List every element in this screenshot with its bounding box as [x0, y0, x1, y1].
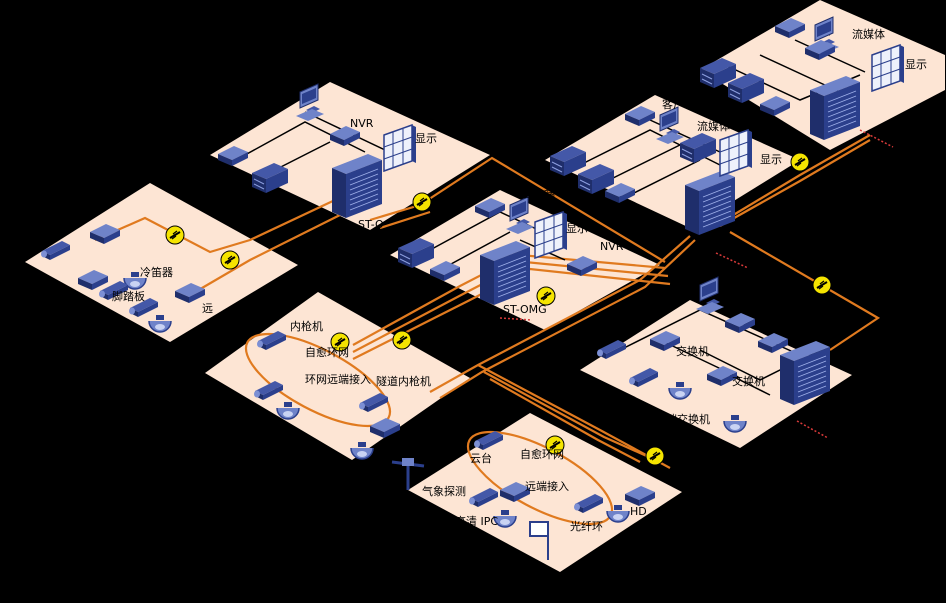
label-nvr-1: NVR	[350, 117, 374, 130]
label-switch-1: 交换机	[676, 344, 709, 358]
label-display-2: 显示	[760, 153, 782, 166]
label-display-1: 显示	[905, 58, 927, 71]
label-weather: 气象探测	[422, 484, 466, 498]
fiber-connector-icon	[220, 250, 240, 270]
label-display-4: 显示	[566, 222, 588, 235]
label-hd-ipc: 高清 IPC	[455, 514, 498, 528]
label-ptz: 云台	[470, 451, 492, 465]
flag-icon	[529, 521, 549, 560]
fiber-connector-icon	[412, 192, 432, 212]
red-marks	[499, 129, 894, 439]
label-fiber-ring: 光纤环	[570, 519, 603, 533]
label-nvr-2: NVR	[600, 240, 624, 253]
fiber-connector-icon	[812, 275, 832, 295]
label-remote-switch: 远端交换机	[655, 412, 710, 426]
label-remote: 远	[202, 302, 213, 315]
fiber-connector-icon	[165, 225, 185, 245]
label-client-2: 客户端	[522, 186, 555, 200]
label-remote-access: 远端接入	[525, 480, 569, 493]
label-display-3: 显示	[415, 132, 437, 145]
label-ring-access-1: 环网远端接入	[305, 373, 371, 386]
label-gun-in: 内枪机	[290, 319, 323, 333]
label-client-1: 客户端	[662, 97, 695, 111]
panel-bottom	[408, 413, 682, 572]
panel-top-right	[700, 0, 945, 150]
fiber-connector-icon	[645, 446, 665, 466]
label-stream-2: 流媒体	[697, 119, 730, 133]
panel-mid-right	[545, 95, 800, 228]
label-self-heal-2: 自愈环网	[520, 447, 564, 461]
label-hd: HD	[630, 505, 647, 518]
weather-station-icon	[391, 458, 425, 490]
label-switch-2: 交换机	[732, 374, 765, 388]
label-self-heal-1: 自愈环网	[305, 345, 349, 359]
devices	[41, 16, 905, 560]
panel-left	[25, 183, 298, 342]
label-cool-2: 脚踏板	[112, 289, 145, 303]
monitor-icon	[695, 276, 725, 315]
label-stmg: ST-OMG	[503, 303, 547, 316]
label-tunnel-gun: 隧道内枪机	[376, 374, 431, 388]
label-stream-1: 流媒体	[852, 27, 885, 41]
labels: 流媒体 显示 客户端 流媒体 显示 NVR 显示 ST-O 客户端 显示 NVR…	[112, 27, 927, 533]
fiber-connector-icon	[392, 330, 412, 350]
label-st-o: ST-O	[358, 218, 384, 231]
label-cool-1: 冷笛器	[140, 265, 173, 279]
fiber-connector-icon	[790, 152, 810, 172]
